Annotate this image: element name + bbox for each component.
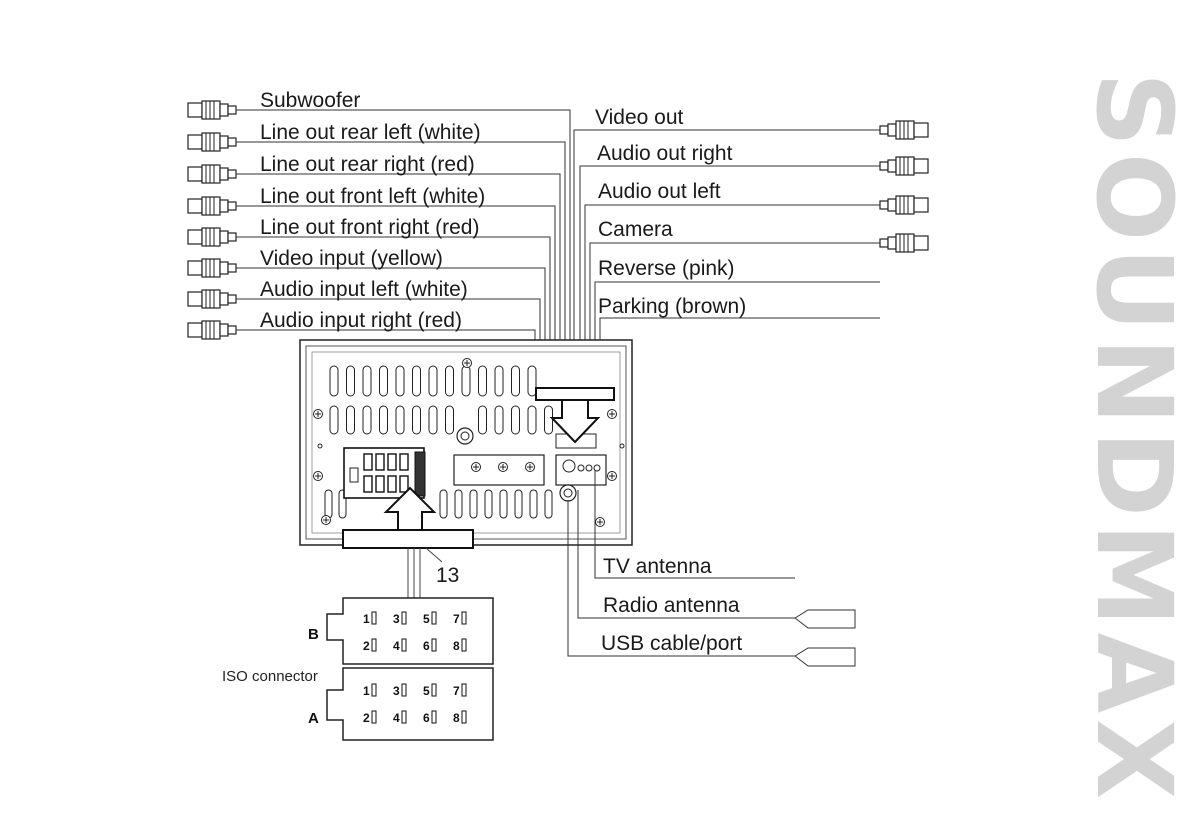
label-audio-out-right: Audio out right [597,142,733,165]
label-parking: Parking (brown) [598,295,746,318]
label-video-input: Video input (yellow) [260,247,443,270]
iso-pin-label: 1 [363,612,370,626]
label-audio-out-left: Audio out left [598,180,721,203]
rca-connector-line-out-rear-right [187,164,237,184]
label-camera: Camera [598,218,673,241]
iso-pin-label: 2 [363,711,370,725]
iso-pin-label: 6 [423,639,430,653]
harness-number: 13 [436,564,459,587]
label-line-out-front-left: Line out front left (white) [260,185,485,208]
rca-connector-subwoofer [187,100,237,120]
rca-connector-line-out-front-left [187,196,237,216]
label-usb-cable: USB cable/port [601,632,742,655]
label-line-out-rear-left: Line out rear left (white) [260,121,481,144]
label-audio-input-right: Audio input right (red) [260,309,462,332]
rca-connector-audio-out-right [879,156,929,176]
iso-pin-label: 5 [423,612,430,626]
iso-harness-plug [342,486,474,598]
brand-watermark: SOUNDMAX [1073,72,1190,805]
rca-connector-audio-input-right [187,320,237,340]
label-reverse: Reverse (pink) [598,257,735,280]
rca-connector-line-out-front-right [187,227,237,247]
iso-pin-label: 7 [453,612,460,626]
iso-pin-label: 1 [363,684,370,698]
iso-connector-label: ISO connector [222,668,318,685]
label-video-out: Video out [595,106,684,129]
iso-block-b-label: B [308,626,319,643]
rca-connector-audio-input-left [187,289,237,309]
iso-pin-label: 4 [393,711,400,725]
iso-pin-label: 5 [423,684,430,698]
rca-connector-camera [879,233,929,253]
rca-connector-video-out [879,120,929,140]
label-subwoofer: Subwoofer [260,89,360,112]
iso-pin-label: 2 [363,639,370,653]
iso-pin-label: 3 [393,684,400,698]
label-line-out-front-right: Line out front right (red) [260,216,479,239]
iso-pin-label: 3 [393,612,400,626]
iso-pin-label: 4 [393,639,400,653]
rca-harness-plug [535,387,615,444]
antenna-wires [567,470,856,667]
label-tv-antenna: TV antenna [603,555,712,578]
iso-pin-label: 6 [423,711,430,725]
left-rca-connectors [187,100,571,400]
iso-pin-label: 8 [453,639,460,653]
head-unit-rear-panel [299,339,633,546]
label-audio-input-left: Audio input left (white) [260,278,468,301]
label-radio-antenna: Radio antenna [603,594,740,617]
iso-block-a-label: A [308,710,319,727]
iso-pin-label: 7 [453,684,460,698]
rca-connector-video-input [187,258,237,278]
label-line-out-rear-right: Line out rear right (red) [260,153,475,176]
rca-connector-audio-out-left [879,195,929,215]
rca-connector-line-out-rear-left [187,132,237,152]
iso-connector: 1 3 5 7 2 4 6 8 1 3 5 7 2 4 6 8 [326,597,494,741]
iso-pin-label: 8 [453,711,460,725]
